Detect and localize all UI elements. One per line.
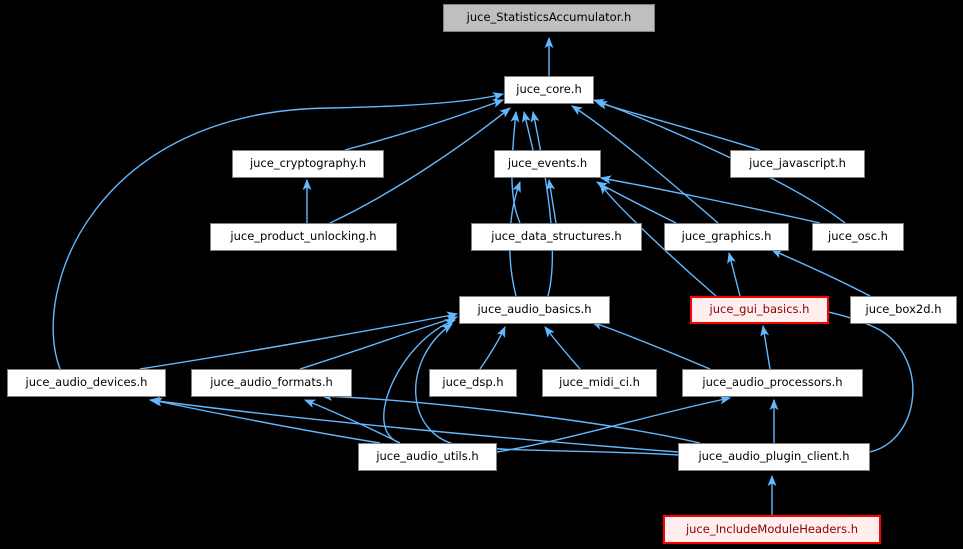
- edge-guibasics-to-events: [599, 183, 717, 297]
- node-core[interactable]: juce_core.h: [504, 76, 594, 104]
- node-label: juce_audio_formats.h: [210, 375, 333, 390]
- node-label: juce_audio_processors.h: [702, 375, 843, 390]
- node-javascript[interactable]: juce_javascript.h: [730, 150, 865, 178]
- edge-dsp-to-audiobasic: [479, 325, 506, 370]
- edge-graphics-to-events: [596, 181, 677, 224]
- edge-guibasics-to-graphics: [727, 251, 741, 297]
- node-graphics[interactable]: juce_graphics.h: [664, 223, 789, 251]
- edge-datastruct-to-core: [510, 110, 521, 224]
- node-label: juce_gui_basics.h: [709, 302, 810, 317]
- node-label: juce_audio_utils.h: [376, 449, 479, 464]
- edge-osc-to-core: [592, 99, 846, 224]
- node-label: juce_cryptography.h: [249, 156, 367, 171]
- edge-audioproc-to-guibasics: [760, 324, 771, 370]
- edge-osc-to-events: [599, 175, 821, 224]
- node-dsp[interactable]: juce_dsp.h: [429, 369, 517, 397]
- edge-datastruct-to-events: [546, 178, 557, 224]
- edge-audiofmt-to-audiobasic: [299, 315, 459, 370]
- edge-audioutils-to-audiofmt: [303, 399, 401, 444]
- node-label: juce_IncludeModuleHeaders.h: [685, 521, 859, 536]
- node-label: juce_data_structures.h: [491, 229, 622, 244]
- node-audiobasic[interactable]: juce_audio_basics.h: [459, 296, 610, 324]
- node-datastruct[interactable]: juce_data_structures.h: [471, 223, 642, 251]
- node-label: juce_product_unlocking.h: [230, 229, 377, 244]
- edge-crypto-to-core: [344, 99, 505, 151]
- node-label: juce_audio_plugin_client.h: [698, 449, 850, 464]
- node-osc[interactable]: juce_osc.h: [812, 223, 904, 251]
- node-stats[interactable]: juce_StatisticsAccumulator.h: [443, 4, 655, 32]
- node-guibasics[interactable]: juce_gui_basics.h: [690, 296, 829, 324]
- node-label: juce_dsp.h: [442, 375, 504, 390]
- edge-audioproc-to-audiobasic: [590, 321, 711, 370]
- node-label: juce_graphics.h: [681, 229, 772, 244]
- node-label: juce_events.h: [507, 156, 588, 171]
- node-events[interactable]: juce_events.h: [494, 150, 601, 178]
- edge-audioutils-to-audiodev: [150, 397, 381, 444]
- edge-pluginclnt-to-audiofmt: [320, 391, 701, 444]
- edge-pluginclnt-to-audiodev: [148, 396, 679, 453]
- node-pluginclnt[interactable]: juce_audio_plugin_client.h: [678, 443, 870, 471]
- node-label: juce_javascript.h: [749, 156, 846, 171]
- edge-events-to-core: [521, 110, 534, 151]
- node-audioutils[interactable]: juce_audio_utils.h: [358, 443, 497, 471]
- edge-audioutils-to-audiobasic: [383, 319, 457, 444]
- edge-produnlock-to-core: [329, 107, 511, 224]
- node-label: juce_StatisticsAccumulator.h: [466, 10, 632, 25]
- node-incmodhdr[interactable]: juce_IncludeModuleHeaders.h: [663, 515, 881, 544]
- node-label: juce_midi_ci.h: [559, 375, 640, 390]
- edge-audiobasic-to-core: [530, 110, 554, 297]
- node-produnlock[interactable]: juce_product_unlocking.h: [210, 223, 397, 251]
- node-label: juce_audio_devices.h: [25, 375, 148, 390]
- node-crypto[interactable]: juce_cryptography.h: [232, 150, 384, 178]
- node-audiodev[interactable]: juce_audio_devices.h: [7, 369, 166, 397]
- node-label: juce_core.h: [516, 82, 582, 97]
- edge-box2d-to-graphics: [770, 249, 871, 297]
- node-label: juce_box2d.h: [865, 302, 942, 317]
- node-audioproc[interactable]: juce_audio_processors.h: [682, 369, 863, 397]
- edge-audiodev-to-audiobasic: [139, 311, 459, 370]
- node-label: juce_audio_basics.h: [477, 302, 592, 317]
- edge-graphics-to-core: [571, 105, 719, 224]
- edge-audioutils-to-audioproc: [496, 395, 732, 453]
- edge-midici-to-audiobasic: [544, 326, 581, 370]
- node-label: juce_osc.h: [828, 229, 888, 244]
- node-box2d[interactable]: juce_box2d.h: [850, 296, 957, 324]
- node-audiofmt[interactable]: juce_audio_formats.h: [191, 369, 352, 397]
- edge-audiodev-to-core: [52, 92, 505, 370]
- node-midici[interactable]: juce_midi_ci.h: [542, 369, 657, 397]
